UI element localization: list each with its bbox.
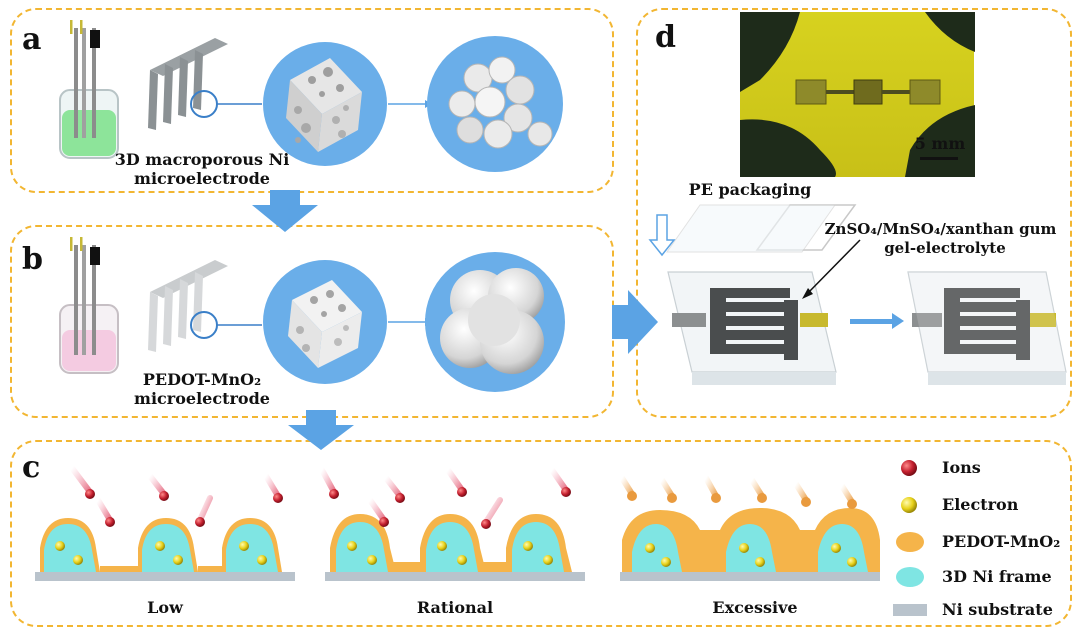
- panel-b-interdigital-electrode: [148, 260, 228, 352]
- legend-ions-label: Ions: [942, 458, 981, 477]
- panel-a-ni-crystal-circle: [427, 36, 563, 172]
- panel-b-beaker: [59, 237, 119, 374]
- panel-a-caption-line2: microelectrode: [134, 169, 270, 188]
- panel-a-frame: [10, 8, 614, 193]
- panel-d-scale-bar-label: 5 mm: [914, 134, 966, 153]
- panel-a-interdigital-electrode: [148, 38, 228, 130]
- panel-d-device-after: [907, 271, 1067, 385]
- panel-c-rational-structure: [325, 514, 585, 581]
- panel-a-porous-block-circle: [263, 42, 387, 166]
- panel-c-label-low: Low: [147, 598, 183, 617]
- legend-ni-frame-label: 3D Ni frame: [942, 567, 1052, 586]
- panel-c-label-excessive: Excessive: [712, 598, 798, 617]
- panel-d-device-photo: [740, 12, 975, 177]
- panel-c-label-rational: Rational: [416, 598, 494, 617]
- panel-a-beaker: [59, 20, 119, 159]
- panel-c-label: c: [22, 450, 41, 485]
- electron-sphere-icon: [901, 497, 917, 513]
- panel-a-caption-line1: 3D macroporous Ni: [114, 150, 290, 169]
- panel-d-electrolyte-line1: ZnSO₄/MnSO₄/xanthan gum: [824, 220, 1057, 238]
- legend-ni-substrate-label: Ni substrate: [942, 600, 1053, 619]
- panel-d-packaging-label: PE packaging: [688, 180, 812, 199]
- ni-substrate-rect-icon: [893, 604, 927, 616]
- arrow-a-to-b: [252, 190, 318, 232]
- panel-d-device-before: [667, 271, 837, 385]
- legend-pedot-mno2-label: PEDOT-MnO₂: [942, 532, 1061, 551]
- panel-a-label: a: [22, 22, 42, 57]
- ni-frame-ellipse-icon: [896, 567, 924, 587]
- pedot-mno2-ellipse-icon: [896, 532, 924, 552]
- panel-b-caption-line2: microelectrode: [134, 389, 270, 408]
- ion-sphere-icon: [901, 460, 917, 476]
- panel-b-porous-block-circle: [263, 260, 387, 384]
- panel-b-caption-line1: PEDOT-MnO₂: [142, 370, 262, 389]
- panel-c-excessive-ions: [619, 475, 857, 509]
- arrow-b-to-c: [288, 410, 354, 450]
- legend-electron-label: Electron: [942, 495, 1019, 514]
- panel-d-pe-packaging-sheet: [666, 204, 857, 253]
- panel-b-label: b: [22, 242, 43, 277]
- panel-c-excessive-structure: [620, 508, 880, 581]
- panel-c-rational-ions: [319, 467, 571, 529]
- panel-c-frame: [10, 440, 1072, 627]
- panel-d-electrolyte-pointer: [805, 239, 861, 296]
- panel-b-pedot-mno2-blob-circle: [425, 252, 565, 392]
- panel-d-down-arrow-icon: [648, 214, 676, 257]
- panel-d-right-arrow: [850, 313, 904, 329]
- panel-d-electrolyte-line2: gel-electrolyte: [884, 239, 1006, 257]
- panel-d-label: d: [655, 20, 676, 55]
- arrow-b-to-d: [612, 290, 658, 354]
- panel-c-low-ions: [69, 465, 283, 527]
- panel-c-low-structure: [35, 518, 295, 581]
- panel-d-frame: [636, 8, 1072, 418]
